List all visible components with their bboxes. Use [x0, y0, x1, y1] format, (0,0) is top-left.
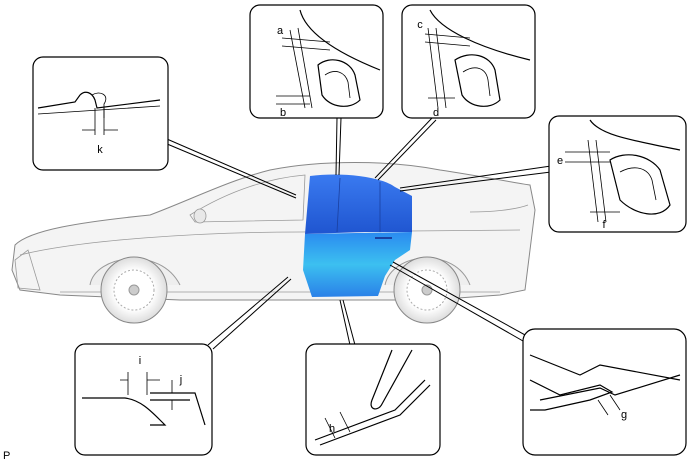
car-illustration [11, 162, 536, 324]
leader-lines [159, 117, 552, 350]
callout-g: g [522, 328, 687, 456]
label-i: i [139, 355, 141, 367]
label-c: c [417, 19, 423, 31]
side-mirror [193, 208, 207, 224]
label-g: g [621, 409, 627, 421]
figure-code: P [3, 450, 10, 462]
label-f: f [602, 219, 606, 231]
front-wheel [89, 256, 181, 324]
callout-e-f: e f [548, 115, 687, 233]
label-h: h [329, 423, 335, 435]
label-e: e [557, 155, 563, 167]
callout-h: h [305, 343, 441, 456]
callout-k: k [32, 56, 169, 171]
callout-a-b: a b [249, 4, 384, 119]
rear-door-highlight [303, 174, 412, 297]
label-b: b [280, 107, 286, 119]
callout-c-d: c d [401, 4, 536, 119]
label-d: d [433, 107, 439, 119]
label-j: j [179, 374, 182, 386]
callout-i-j: i j [74, 343, 213, 456]
label-a: a [277, 25, 284, 37]
rear-wheel [384, 256, 471, 324]
label-k: k [97, 144, 103, 156]
